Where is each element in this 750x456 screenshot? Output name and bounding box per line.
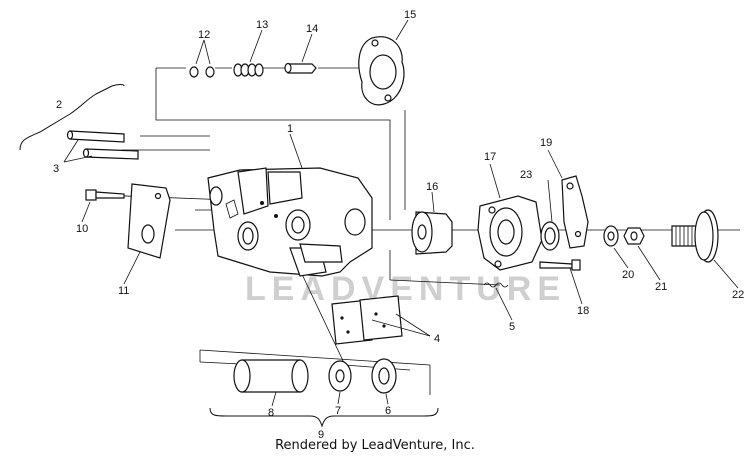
- washer-part-23: [540, 221, 560, 251]
- lever-part-19: [561, 175, 589, 249]
- ring-part-6: [371, 358, 397, 394]
- watermark-text: LEADVENTURE: [245, 270, 566, 308]
- callout-19: 19: [540, 137, 552, 149]
- plunger-part-14: [284, 62, 317, 74]
- spring-part-5: [483, 282, 509, 288]
- knob-part-22: [671, 209, 719, 263]
- callout-18: 18: [577, 305, 589, 317]
- callout-11: 11: [118, 285, 129, 297]
- bracket-part-11: [127, 183, 171, 259]
- callout-9: 9: [318, 429, 324, 441]
- callout-7: 7: [335, 405, 341, 417]
- o-rings-part-12: [189, 66, 215, 78]
- callout-4: 4: [434, 333, 440, 345]
- callout-15: 15: [404, 9, 416, 21]
- nut-part-21: [623, 227, 645, 245]
- callout-1: 1: [287, 123, 293, 135]
- callout-8: 8: [268, 407, 274, 419]
- filter-part-8: [233, 359, 309, 393]
- bolt-part-10: [85, 189, 125, 201]
- credit-line: Rendered by LeadVenture, Inc.: [275, 438, 475, 453]
- spring-part-13: [233, 63, 264, 77]
- callout-21: 21: [655, 281, 667, 293]
- gasket-part-15: [358, 36, 405, 106]
- callout-leaders: [63, 19, 739, 407]
- seal-part-16: [411, 211, 453, 255]
- callout-5: 5: [509, 321, 515, 333]
- pump-body-part-1: [207, 167, 373, 277]
- cover-part-17: [477, 195, 543, 271]
- callout-16: 16: [426, 181, 438, 193]
- callout-6: 6: [385, 405, 391, 417]
- callout-22: 22: [732, 289, 744, 301]
- callout-3: 3: [53, 163, 59, 175]
- bracket-9: [209, 407, 439, 428]
- bracket-2: [19, 84, 125, 151]
- washer-part-7: [328, 360, 352, 392]
- callout-17: 17: [484, 151, 496, 163]
- pins-part-3: [66, 130, 139, 160]
- callout-10: 10: [76, 223, 88, 235]
- callout-20: 20: [622, 269, 634, 281]
- callout-labels: 1 2 3 4 5 6 7 8 9 10 11 12 13 14 15 16 1…: [53, 9, 744, 441]
- callout-14: 14: [306, 23, 318, 35]
- screw-part-18: [539, 259, 581, 271]
- reed-plates-part-4: [331, 295, 403, 345]
- washer-part-20: [603, 225, 619, 247]
- callout-23: 23: [520, 169, 532, 181]
- callout-13: 13: [256, 19, 268, 31]
- callout-2: 2: [56, 99, 62, 111]
- callout-12: 12: [198, 29, 210, 41]
